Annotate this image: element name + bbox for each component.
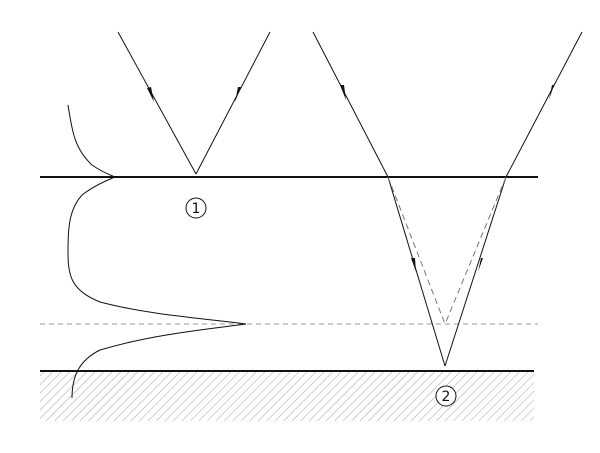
arrowhead-left-a: [147, 87, 154, 102]
reflection-marker-2: 2: [435, 385, 457, 407]
dashed-refracted-ray-b: [444, 176, 507, 325]
intensity-profile-curve: [67, 104, 247, 399]
arrowhead-right-b-lower: [478, 258, 483, 272]
marker-2-label: 2: [442, 389, 451, 405]
marker-1-label: 1: [192, 201, 201, 217]
arrowhead-right-a-lower: [411, 258, 416, 272]
arrowhead-right-a-upper: [340, 85, 346, 100]
incident-ray-right-a: [312, 31, 446, 367]
reflection-marker-1: 1: [185, 197, 207, 219]
incident-ray-left-a: [117, 31, 197, 175]
incident-ray-left-b: [195, 31, 271, 175]
arrowhead-right-b-upper: [549, 85, 554, 100]
substrate-hatched-region: [40, 371, 534, 421]
incident-ray-right-b: [444, 31, 583, 367]
arrowhead-left-b: [235, 87, 241, 102]
dashed-refracted-ray-a: [387, 176, 446, 325]
